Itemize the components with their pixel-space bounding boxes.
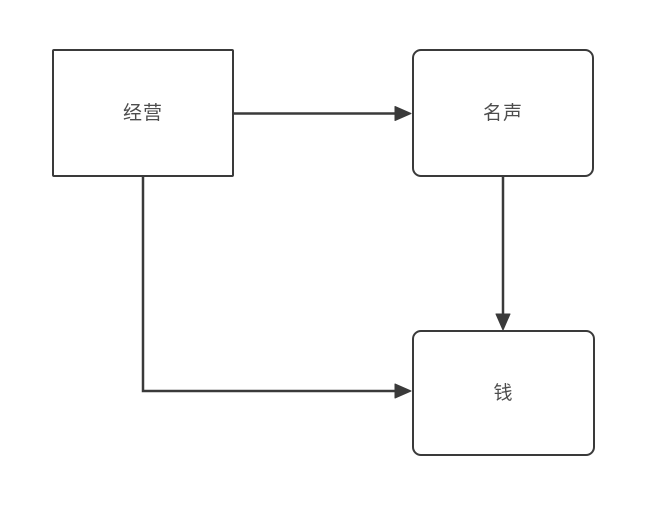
edge-mingsheng-to-qian[interactable] bbox=[495, 177, 511, 331]
node-jingying[interactable]: 经营 bbox=[52, 49, 234, 177]
arrowhead-right-icon bbox=[394, 106, 412, 121]
node-mingsheng[interactable]: 名声 bbox=[412, 49, 594, 177]
edge-jingying-to-qian[interactable] bbox=[141, 177, 412, 399]
edge-line bbox=[141, 177, 396, 393]
arrowhead-down-icon bbox=[495, 313, 511, 331]
node-label: 名声 bbox=[482, 102, 523, 124]
node-label: 钱 bbox=[493, 382, 514, 404]
edge-jingying-to-mingsheng[interactable] bbox=[234, 106, 412, 121]
arrowhead-right-icon bbox=[394, 383, 412, 399]
node-qian[interactable]: 钱 bbox=[412, 330, 595, 456]
node-label: 经营 bbox=[122, 102, 163, 124]
